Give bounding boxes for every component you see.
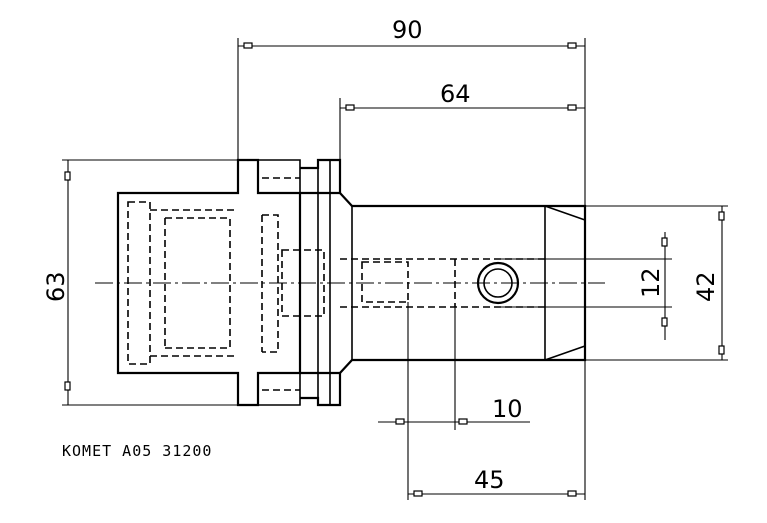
collar (281, 158, 342, 407)
shank (339, 192, 587, 374)
dim-90-label: 90 (392, 16, 423, 44)
dim-64-label: 64 (440, 80, 471, 108)
dim-12-label: 12 (637, 267, 665, 298)
dimension-overall-length: 90 (237, 16, 586, 206)
dimension-hole-position: 45 (408, 360, 586, 500)
dim-10-label: 10 (492, 395, 523, 423)
dimension-shank-length: 64 (339, 80, 585, 160)
dimension-hole-diameter: 12 (498, 232, 672, 340)
dimension-shank-diameter: 42 (585, 205, 728, 361)
dim-42-label: 42 (692, 271, 720, 302)
dimension-hole-offset: 10 (378, 302, 530, 500)
dim-63-label: 63 (42, 271, 70, 302)
dimension-flange-diameter: 63 (42, 159, 238, 406)
part-number: KOMET A05 31200 (62, 442, 212, 460)
dim-45-label: 45 (474, 466, 505, 494)
